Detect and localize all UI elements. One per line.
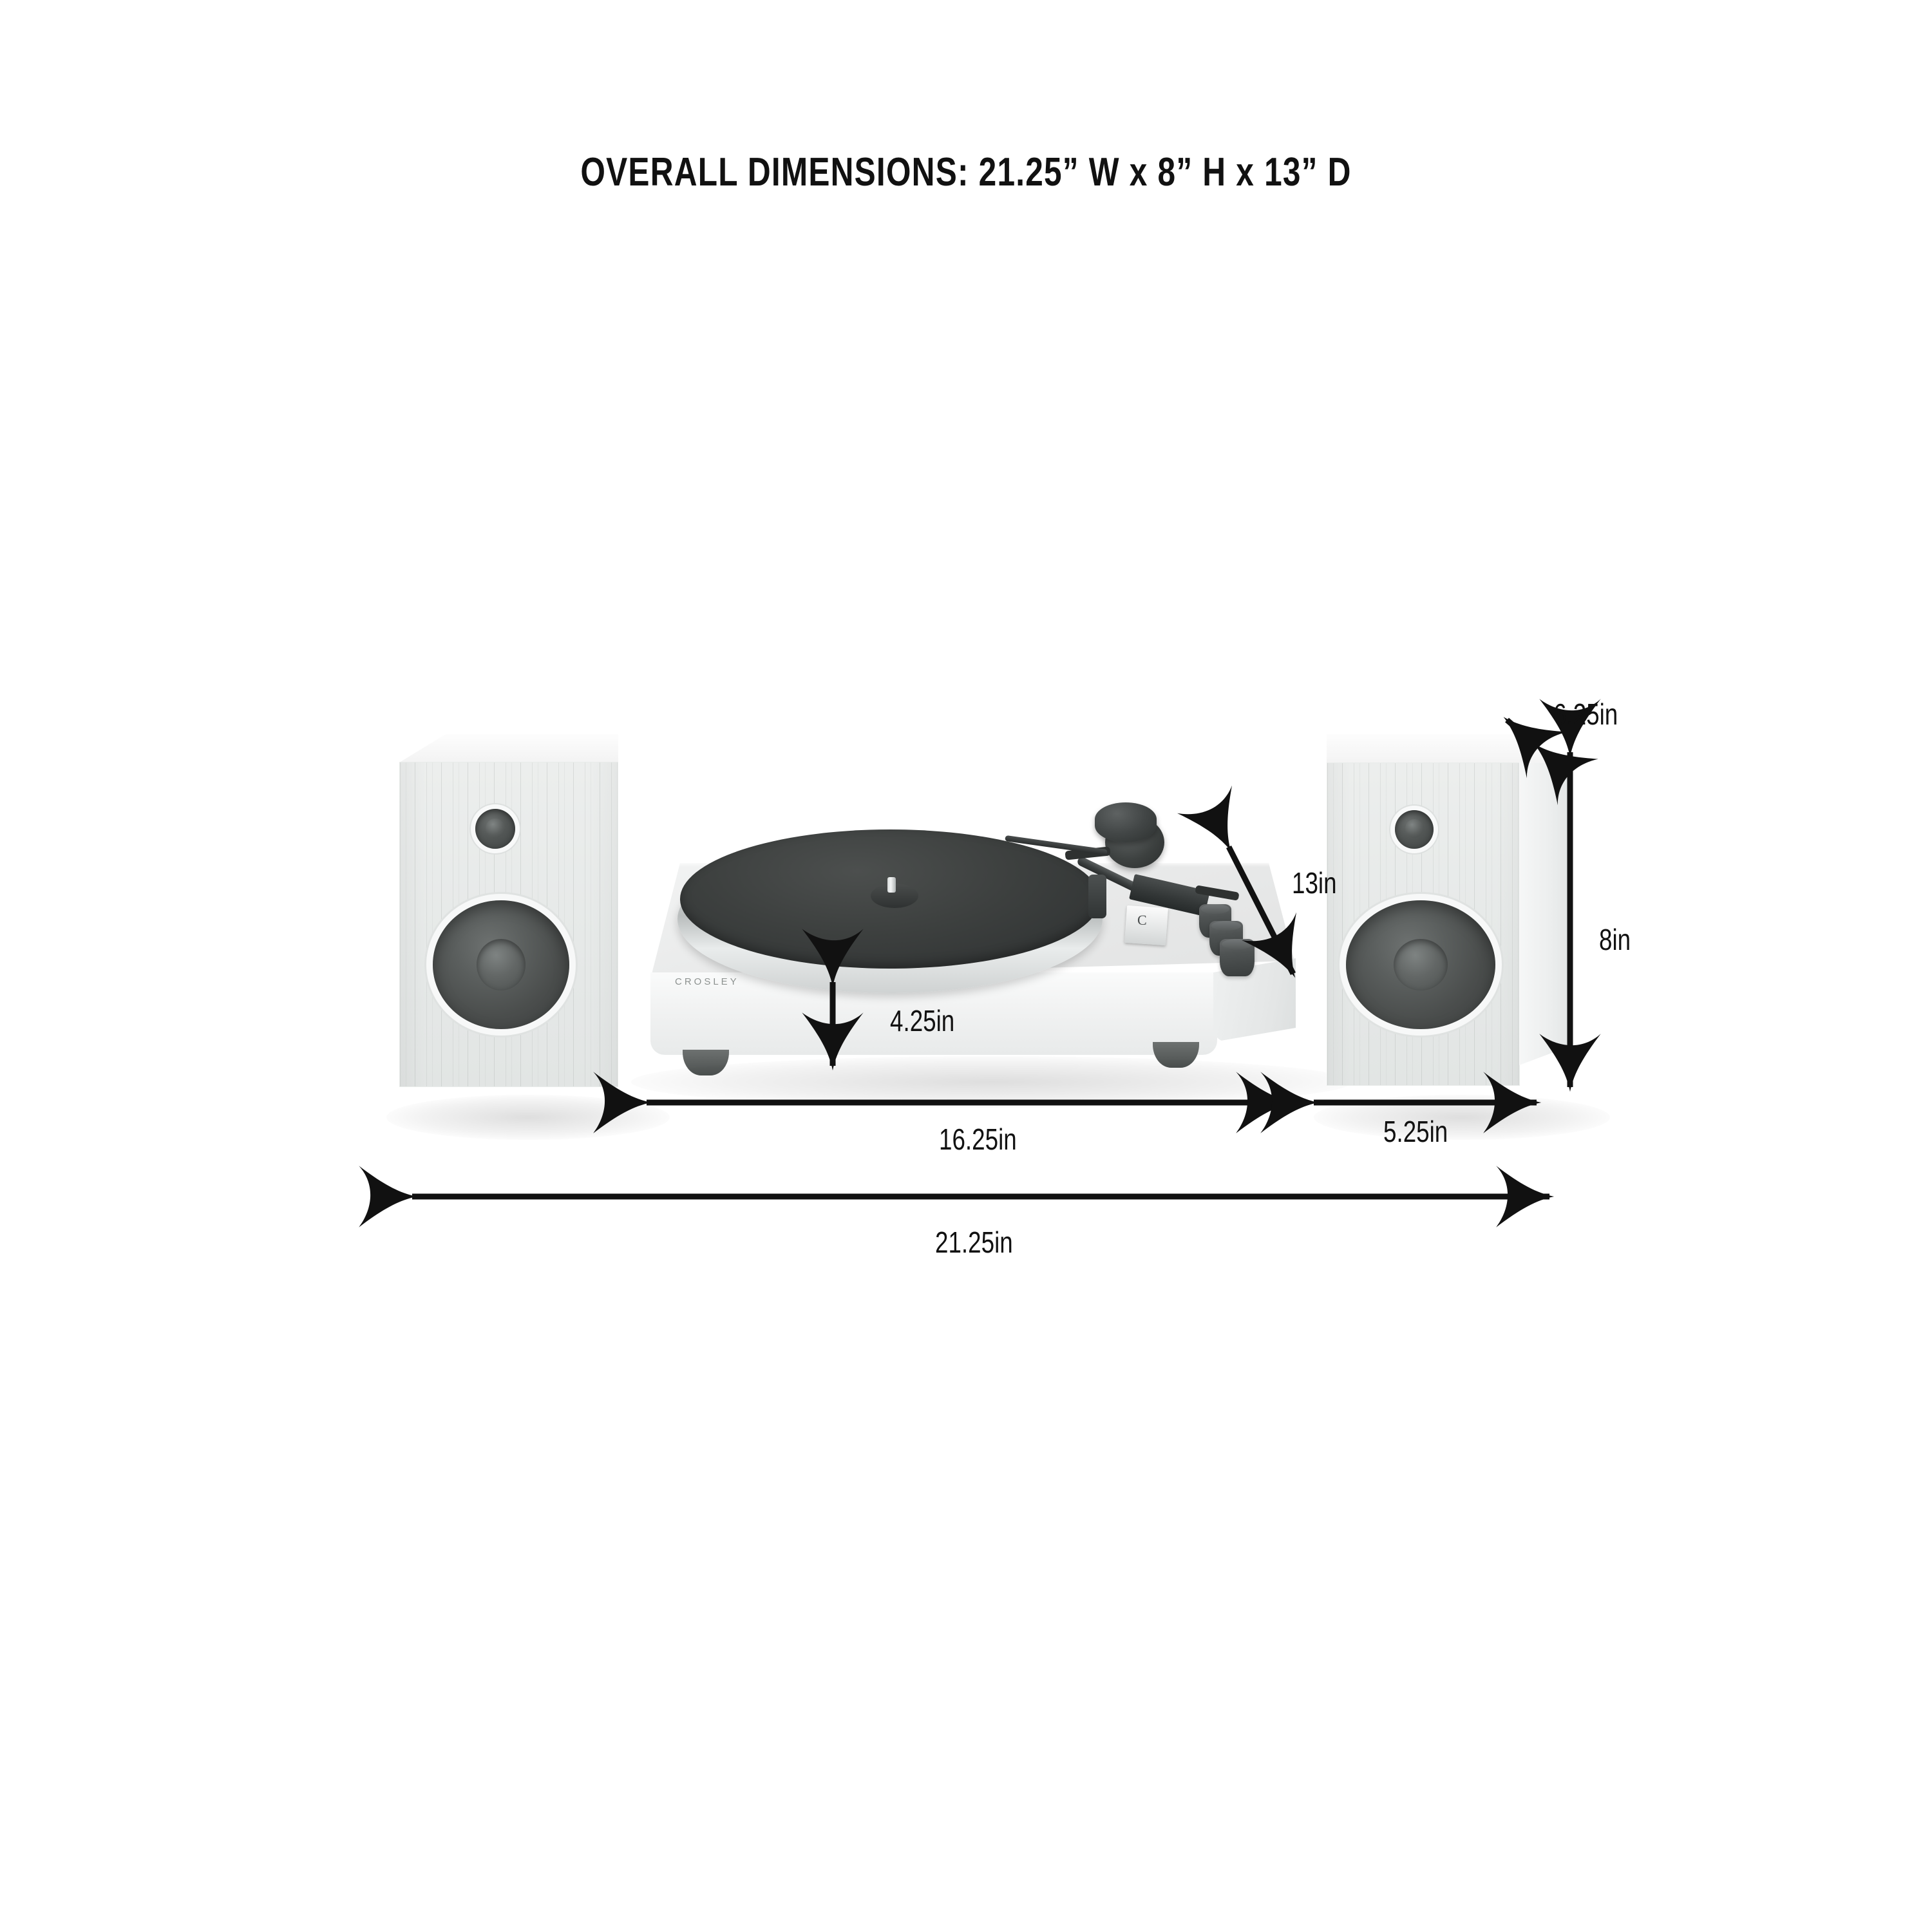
cartridge-mark: C [1137,912,1147,928]
label-turntable-width: 16.25in [939,1122,1017,1156]
left-speaker [399,734,657,1121]
label-turntable-height: 4.25in [890,1004,955,1037]
arrow-turntable-depth [1177,785,1297,978]
label-overall-width: 21.25in [935,1226,1013,1259]
label-speaker-width: 5.25in [1383,1115,1448,1148]
left-speaker-tweeter [475,809,515,849]
right-speaker-woofer [1346,900,1495,1029]
page-title: OVERALL DIMENSIONS: 21.25” W x 8” H x 13… [580,150,1352,194]
tonearm-counterweight [1095,802,1157,842]
turntable: CROSLEY C [644,792,1327,1088]
turntable-spindle-pin [887,877,896,893]
tonearm-rest [1088,875,1106,918]
left-speaker-woofer [433,900,569,1029]
arrow-speaker-depth [1503,717,1598,806]
label-speaker-height: 8in [1599,923,1631,956]
label-turntable-depth: 13in [1292,866,1337,900]
right-speaker-tweeter [1395,810,1434,849]
label-speaker-depth: 6.25in [1553,697,1618,731]
brand-logo: CROSLEY [675,976,739,987]
